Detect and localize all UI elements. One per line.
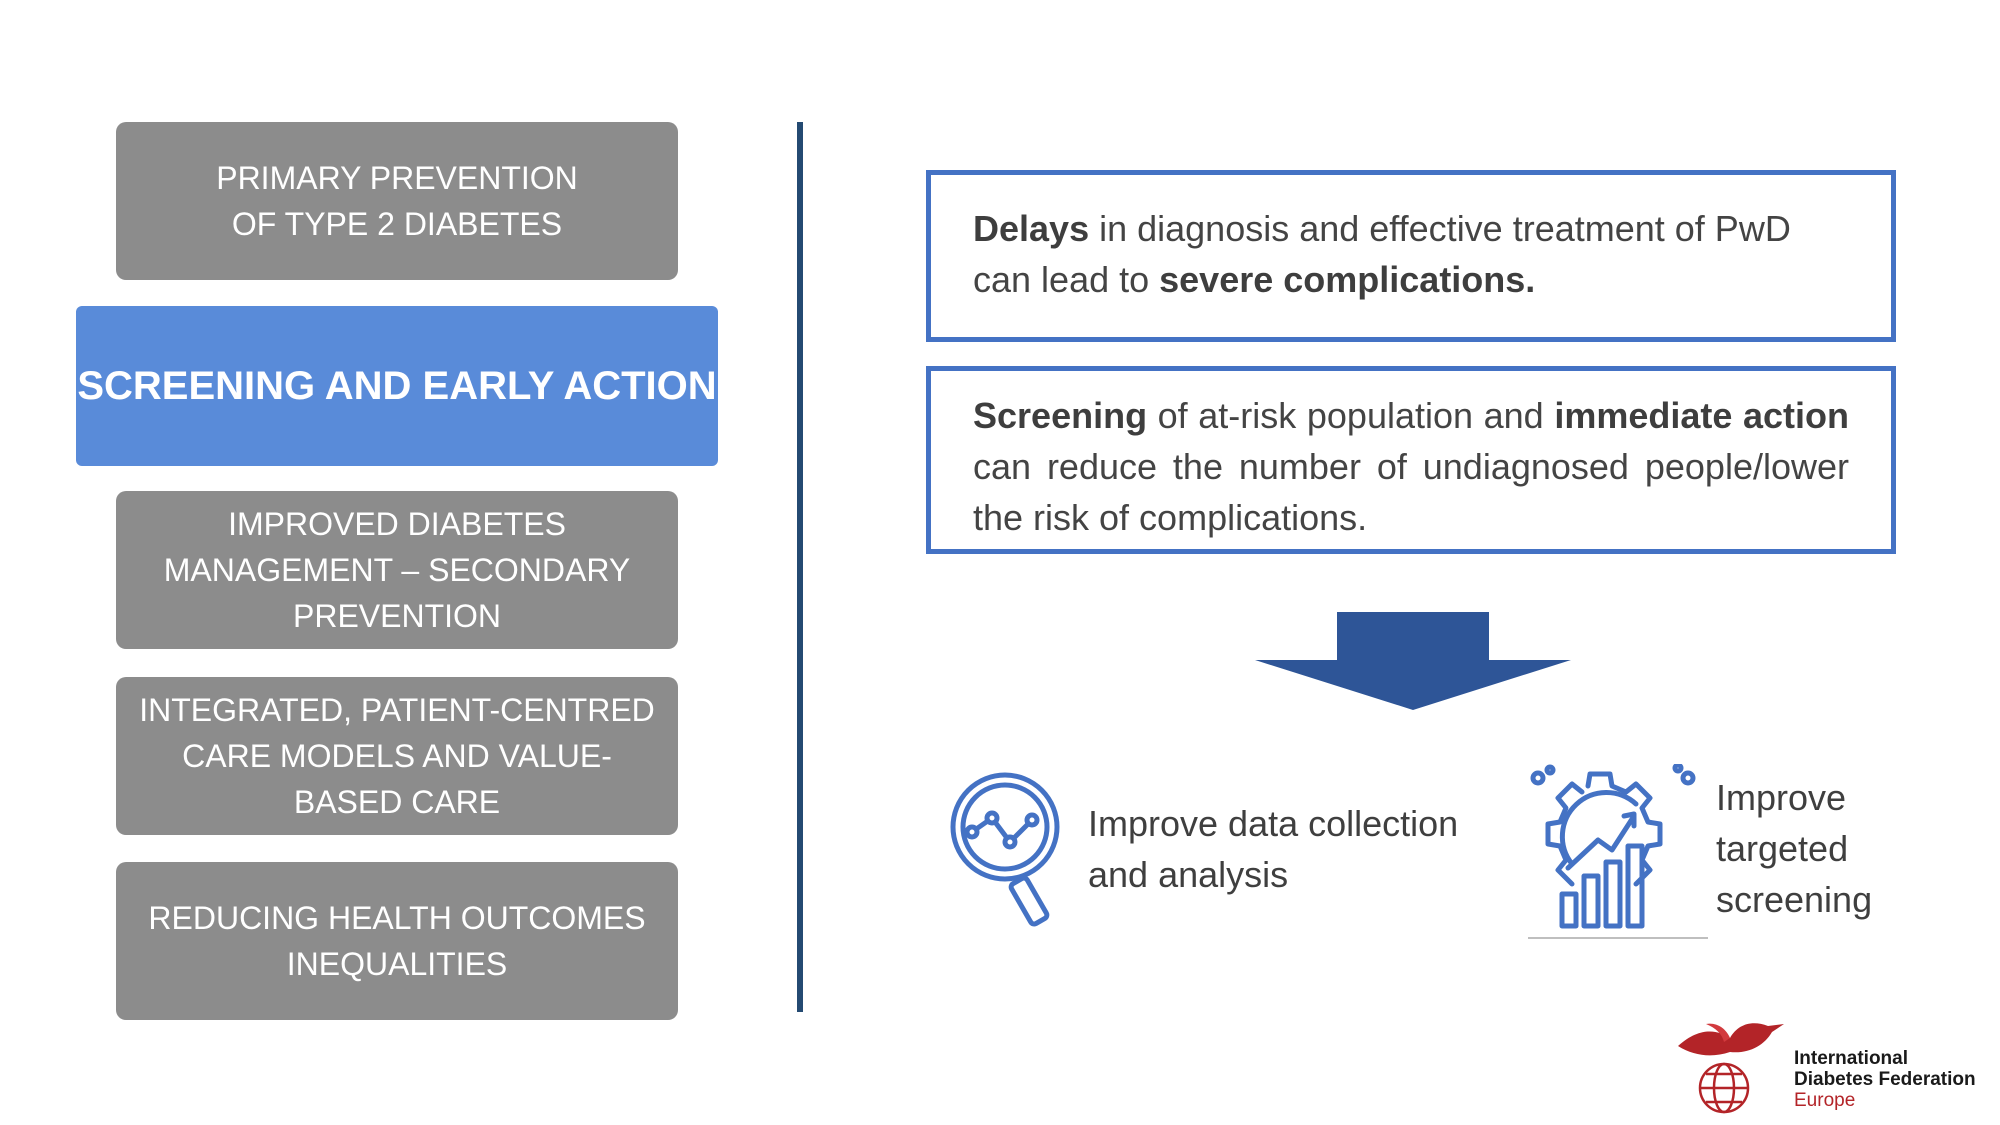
action-line: screening bbox=[1716, 879, 1873, 920]
statement-text: in diagnosis and effective treatment of … bbox=[973, 208, 1791, 300]
pillar-line: PREVENTION bbox=[292, 598, 502, 634]
idf-bird-globe-logo bbox=[1678, 1023, 1784, 1114]
pillar-line: INEQUALITIES bbox=[286, 946, 508, 982]
statement-screening: Screening of at-risk population and imme… bbox=[926, 366, 1896, 554]
pillar-primary-prevention[interactable]: PRIMARY PREVENTION OF TYPE 2 DIABETES bbox=[116, 122, 678, 280]
pillar-line: PRIMARY PREVENTION bbox=[216, 160, 578, 196]
gear-growth-chart-icon bbox=[1528, 764, 1708, 939]
action-line: Improve bbox=[1716, 777, 1847, 818]
statement-text: of at-risk population and bbox=[1147, 395, 1555, 436]
pillar-line: REDUCING HEALTH OUTCOMES bbox=[148, 900, 646, 936]
pillar-line: BASED CARE bbox=[293, 784, 501, 820]
pillar-improved-management[interactable]: IMPROVED DIABETES MANAGEMENT – SECONDARY… bbox=[116, 491, 678, 649]
pillar-line: OF TYPE 2 DIABETES bbox=[231, 206, 563, 242]
pillar-integrated-care[interactable]: INTEGRATED, PATIENT-CENTRED CARE MODELS … bbox=[116, 677, 678, 835]
statement-text: can reduce the number of undiagnosed peo… bbox=[973, 446, 1849, 538]
logo-line: Europe bbox=[1794, 1090, 1856, 1111]
pillar-screening-early-action[interactable]: SCREENING AND EARLY ACTION bbox=[76, 306, 718, 466]
action-line: and analysis bbox=[1088, 854, 1289, 895]
pillar-reducing-inequalities[interactable]: REDUCING HEALTH OUTCOMES INEQUALITIES bbox=[116, 862, 678, 1020]
statement-bold: severe complications. bbox=[1159, 259, 1536, 300]
pillar-line: IMPROVED DIABETES bbox=[228, 506, 566, 542]
statement-delays: Delays in diagnosis and effective treatm… bbox=[926, 170, 1896, 342]
pillar-line: SCREENING AND EARLY ACTION bbox=[77, 364, 717, 408]
action-line: targeted bbox=[1716, 828, 1849, 869]
idf-logo-text: International Diabetes Federation Europe bbox=[1794, 1048, 1976, 1111]
pillar-line: CARE MODELS AND VALUE- bbox=[182, 738, 612, 774]
action-targeted-screening: Improve targeted screening bbox=[1716, 772, 1872, 925]
vertical-divider bbox=[797, 122, 803, 1012]
pillar-line: INTEGRATED, PATIENT-CENTRED bbox=[139, 692, 655, 728]
statement-bold: immediate action bbox=[1554, 395, 1849, 436]
statement-bold: Delays bbox=[973, 208, 1090, 249]
action-line: Improve data collection bbox=[1088, 803, 1459, 844]
pillar-line: MANAGEMENT – SECONDARY bbox=[163, 552, 631, 588]
down-arrow-icon bbox=[1255, 612, 1571, 710]
action-data-collection: Improve data collection and analysis bbox=[1088, 798, 1458, 900]
statement-bold: Screening bbox=[973, 395, 1148, 436]
logo-line: International bbox=[1794, 1048, 1909, 1069]
magnifier-chart-icon bbox=[950, 772, 1060, 927]
logo-line: Diabetes Federation bbox=[1794, 1069, 1976, 1090]
